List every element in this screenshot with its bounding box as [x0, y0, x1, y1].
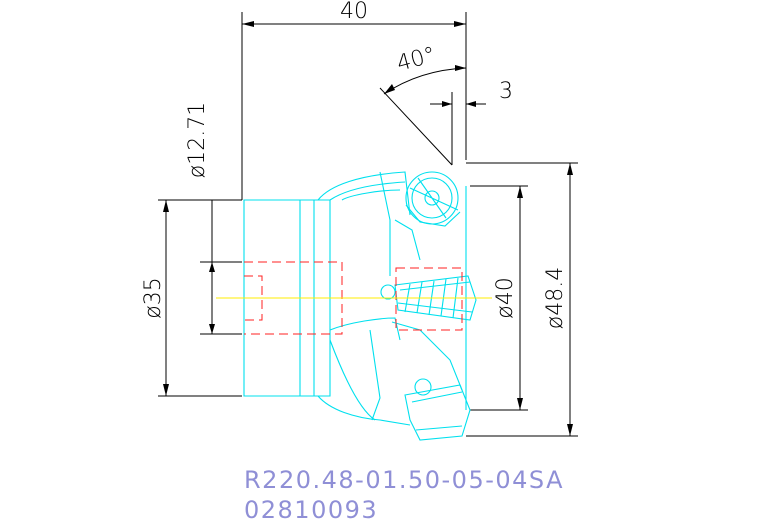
length-dimension: 40	[241, 0, 467, 200]
cutting-diameter-dimension: ø40	[470, 185, 528, 411]
cutter-body	[243, 171, 477, 441]
hub-diameter-label: ø35	[141, 277, 166, 318]
outer-diameter-dimension: ø48.4	[466, 162, 578, 437]
hub-diameter-dimension: ø35	[141, 199, 242, 397]
order-code: 02810093	[244, 496, 378, 523]
outer-diameter-label: ø48.4	[543, 267, 568, 329]
angle-dimension: 40°	[379, 43, 467, 166]
cutting-diameter-label: ø40	[493, 277, 518, 318]
length-label: 40	[340, 0, 368, 24]
offset-label: 3	[499, 79, 513, 104]
bore-diameter-label: ø12.71	[185, 102, 210, 178]
angle-label: 40°	[394, 43, 438, 77]
part-number: R220.48-01.50-05-04SA	[244, 466, 564, 494]
bore-diameter-dimension: ø12.71	[185, 102, 242, 335]
offset-dimension: 3	[430, 79, 513, 165]
